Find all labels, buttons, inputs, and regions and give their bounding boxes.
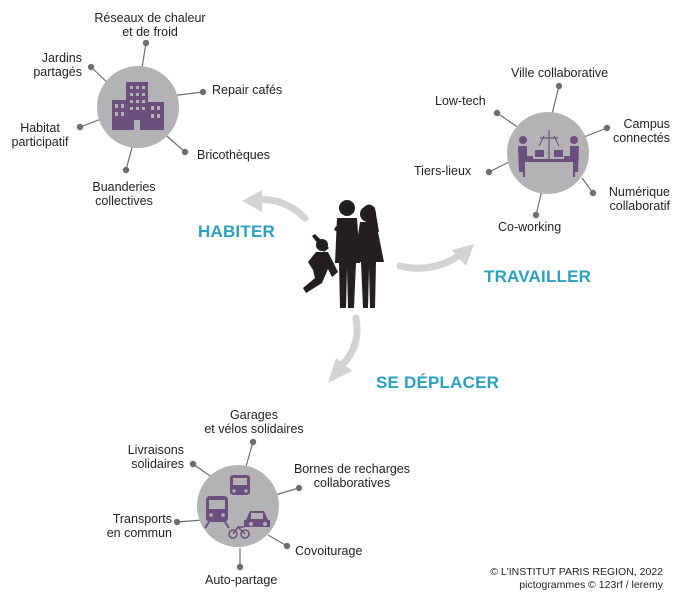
label-line: Jardins — [41, 51, 82, 65]
label-jardins-partages: Jardins partagés — [10, 51, 82, 79]
label-line: Habitat — [20, 121, 60, 135]
label-transports-commun: Transports en commun — [96, 512, 172, 540]
label-low-tech: Low-tech — [435, 94, 486, 108]
label-buanderies-collectives: Buanderies collectives — [74, 180, 174, 208]
category-travailler: TRAVAILLER — [484, 267, 592, 286]
label-line: solidaires — [131, 457, 184, 471]
se-deplacer-dots — [173, 438, 303, 571]
label-habitat-participatif: Habitat participatif — [4, 121, 76, 149]
category-habiter: HABITER — [198, 222, 275, 241]
label-tiers-lieux: Tiers-lieux — [414, 164, 472, 178]
label-covoiturage: Covoiturage — [295, 544, 363, 558]
label-line: Garages — [230, 408, 278, 422]
buildings-icon — [112, 82, 164, 130]
label-reseaux-chaleur: Réseaux de chaleur et de froid — [90, 11, 210, 39]
arrow-to-travailler — [396, 244, 474, 272]
coworking-people-icon — [518, 130, 579, 177]
travailler-circle — [507, 112, 589, 194]
label-campus-connectes: Campus connectés — [600, 117, 670, 145]
label-auto-partage: Auto-partage — [205, 573, 278, 587]
label-co-working: Co-working — [498, 220, 562, 234]
label-line: Réseaux de chaleur — [94, 11, 206, 25]
label-line: collaboratif — [609, 199, 670, 213]
label-line: Bornes de recharges — [293, 462, 411, 476]
label-bricotheques: Bricothèques — [197, 148, 270, 162]
category-se-deplacer: SE DÉPLACER — [376, 373, 500, 392]
label-ville-collaborative: Ville collaborative — [511, 66, 609, 80]
label-line: Livraisons — [127, 443, 184, 457]
bike-icon — [228, 525, 250, 539]
family-silhouette-icon — [303, 200, 384, 308]
transport-icons — [204, 475, 270, 539]
label-livraisons-solidaires: Livraisons solidaires — [110, 443, 184, 471]
label-line: en commun — [106, 526, 172, 540]
label-line: collectives — [95, 194, 153, 208]
label-garages-velos: Garages et vélos solidaires — [194, 408, 314, 436]
label-repair-cafes: Repair cafés — [212, 83, 283, 97]
label-line: Numérique — [608, 185, 670, 199]
label-line: connectés — [613, 131, 670, 145]
credit-copyright: © L'INSTITUT PARIS REGION, 2022 — [490, 566, 663, 578]
label-line: Transports — [112, 512, 172, 526]
label-line: Buanderies — [92, 180, 156, 194]
credit-pictograms: pictogrammes © 123rf / leremy — [519, 579, 663, 591]
label-line: et de froid — [122, 25, 178, 39]
arrow-to-habiter — [242, 190, 309, 222]
label-line: participatif — [11, 135, 69, 149]
travailler-dots — [485, 82, 611, 219]
label-line: collaboratives — [313, 476, 391, 490]
se-deplacer-connectors — [176, 441, 300, 567]
label-line: Campus — [623, 117, 670, 131]
label-line: et vélos solidaires — [204, 422, 304, 436]
arrow-to-se-deplacer — [328, 314, 361, 383]
label-line: partagés — [33, 65, 82, 79]
label-numerique-collaboratif: Numérique collaboratif — [590, 185, 670, 213]
label-bornes-recharges: Bornes de recharges collaboratives — [290, 462, 414, 490]
habiter-dots — [76, 39, 207, 174]
